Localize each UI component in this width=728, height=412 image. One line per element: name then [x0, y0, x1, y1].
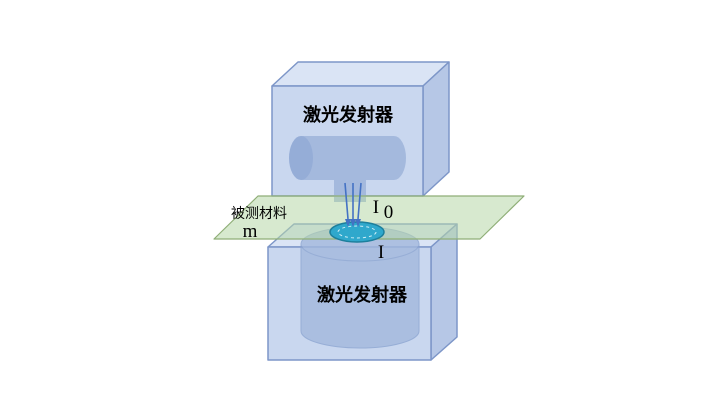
- top-box-label: 激光发射器: [303, 104, 394, 125]
- material-label: 被测材料: [231, 205, 287, 221]
- detector-cylinder-body: [300, 243, 420, 349]
- beam-arrowhead-center: [350, 219, 356, 227]
- beam-arrowhead-right: [355, 219, 361, 227]
- top-laser-box: 激光发射器: [271, 61, 450, 202]
- bottom-box-right-face: [430, 223, 458, 361]
- laser-spot: [329, 221, 385, 243]
- beam-ray-left: [344, 182, 349, 220]
- incident-intensity-label: I 0: [373, 197, 394, 223]
- laser-beam: [344, 182, 362, 227]
- bottom-laser-box: 激光发射器: [267, 223, 458, 361]
- material-symbol: m: [243, 221, 258, 242]
- beam-ray-right: [357, 182, 362, 220]
- transmitted-intensity-label: I: [378, 242, 384, 263]
- bottom-box-label: 激光发射器: [317, 284, 408, 305]
- incident-intensity-main: I: [373, 197, 379, 218]
- material-plane: [213, 195, 525, 240]
- beam-arrowhead-left: [345, 219, 351, 227]
- top-box-top-face: [271, 61, 450, 87]
- incident-intensity-subscript: 0: [384, 202, 394, 223]
- laser-spot-inner-ring: [337, 225, 377, 239]
- lens-barrel-body: [301, 136, 394, 180]
- top-box-right-face: [422, 61, 450, 197]
- lens-barrel-left-cap: [289, 136, 313, 180]
